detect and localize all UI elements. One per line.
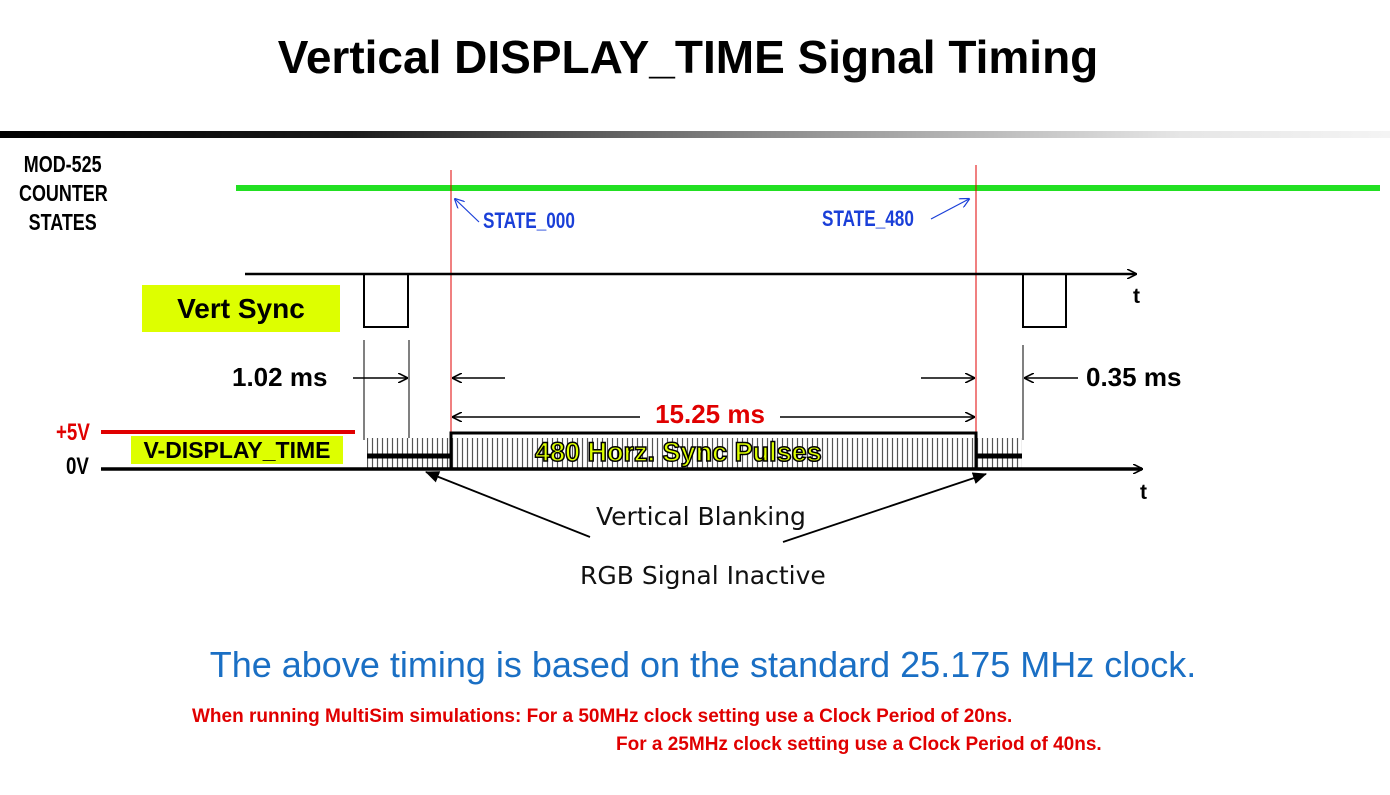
horz-pulse-train-display — [451, 438, 976, 468]
horz-pulse-train-back — [976, 438, 1022, 468]
multisim-note-line-2: For a 25MHz clock setting use a Clock Pe… — [616, 734, 1102, 755]
high-level-label: +5V — [56, 419, 90, 446]
blanking-arrow-left — [425, 471, 591, 538]
multisim-note-line-1: When running MultiSim simulations: For a… — [192, 706, 1013, 727]
back-duration-label: 0.35 ms — [1086, 362, 1182, 392]
rgb-inactive-note: RGB Signal Inactive — [580, 561, 826, 590]
horz-pulses-label: 480 Horz. Sync Pulses — [534, 436, 822, 468]
state-000-label: STATE_000 — [483, 208, 575, 233]
counter-label-line-2: COUNTER — [19, 180, 108, 206]
clock-note: The above timing is based on the standar… — [209, 644, 1197, 685]
vertical-blanking-note: Vertical Blanking — [596, 502, 806, 531]
display-duration-label: 15.25 ms — [640, 399, 780, 430]
horz-pulse-train-front — [367, 438, 451, 468]
vert-sync-pulse-1 — [363, 274, 409, 328]
time-axis-label-bottom: t — [1140, 481, 1147, 504]
counter-label: MOD-525 COUNTER STATES — [19, 150, 108, 237]
time-axis-label-top: t — [1133, 285, 1140, 308]
state-480-label: STATE_480 — [822, 206, 914, 231]
blanking-arrow-right — [782, 472, 987, 543]
state-480-arrow — [930, 199, 969, 220]
vert-sync-pulse-2 — [1022, 274, 1067, 328]
counter-label-line-3: STATES — [28, 209, 97, 235]
slide-title: Vertical DISPLAY_TIME Signal Timing — [277, 31, 1099, 83]
front-duration-label: 1.02 ms — [232, 362, 328, 392]
counter-label-line-1: MOD-525 — [23, 151, 102, 177]
vert-sync-label: Vert Sync — [142, 285, 340, 332]
v-display-time-label: V-DISPLAY_TIME — [131, 436, 343, 464]
v-display-high-pulse — [449, 431, 978, 469]
low-level-label: 0V — [66, 453, 89, 480]
state-000-arrow — [455, 199, 480, 223]
title-divider — [0, 131, 1390, 138]
